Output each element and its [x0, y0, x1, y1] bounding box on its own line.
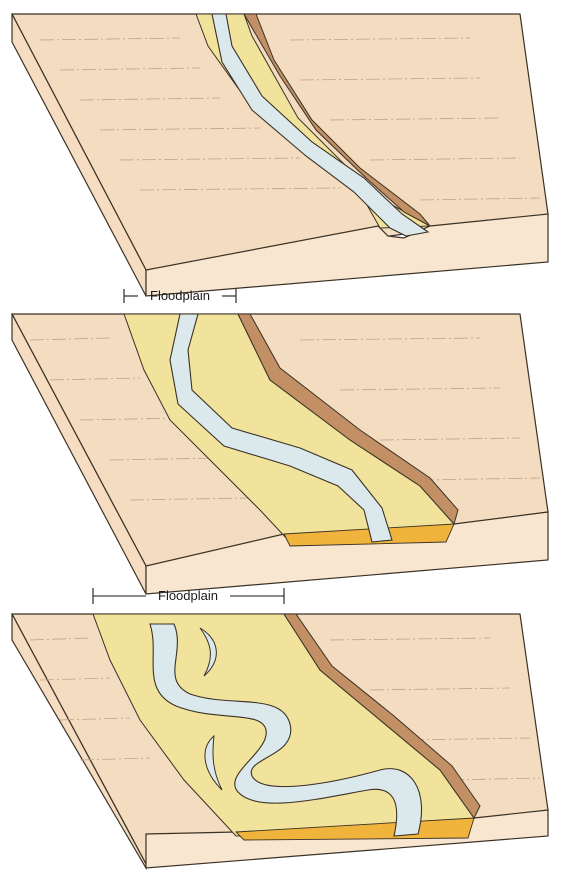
panel-stage-1	[12, 14, 548, 296]
panel-stage-3: Floodplain	[12, 588, 548, 868]
floodplain-label-2: Floodplain	[150, 288, 210, 303]
floodplain-dimension-marker-3: Floodplain	[93, 588, 284, 604]
panel-stage-2: Floodplain	[12, 288, 548, 594]
floodplain-label-3: Floodplain	[158, 588, 218, 603]
